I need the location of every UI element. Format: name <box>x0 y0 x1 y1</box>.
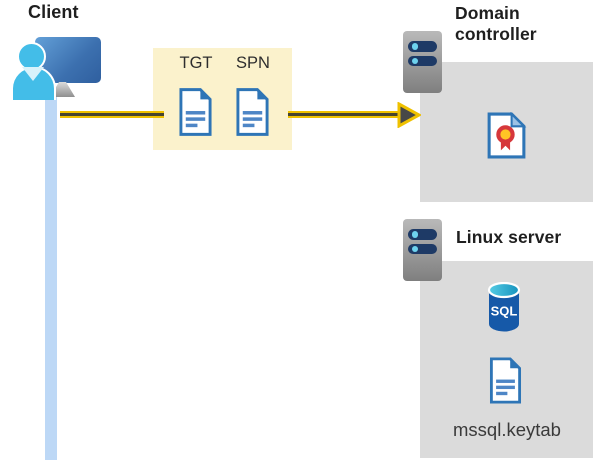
domain-controller-server-icon <box>403 31 442 93</box>
server-led-bar <box>408 41 437 52</box>
server-led-bar <box>408 243 437 254</box>
server-led-dot <box>411 57 418 64</box>
auth-arrow-left-segment <box>60 111 164 118</box>
server-led-dot <box>411 43 418 50</box>
sql-text: SQL <box>491 304 518 319</box>
ticket-highlight-box <box>153 48 292 150</box>
domain-controller-label: Domain controller <box>455 3 537 44</box>
arrowhead-icon <box>397 102 421 128</box>
server-led-bar <box>408 55 437 66</box>
person-icon <box>17 42 46 71</box>
spn-document-icon <box>236 88 269 136</box>
client-timeline-band <box>45 94 57 460</box>
tgt-label: TGT <box>179 54 213 72</box>
server-led-dot <box>411 245 418 252</box>
keytab-document-icon <box>489 357 522 404</box>
server-led-bar <box>408 229 437 240</box>
tgt-document-icon <box>179 88 212 136</box>
spn-label: SPN <box>236 54 270 72</box>
linux-server-label: Linux server <box>456 227 562 247</box>
client-label: Client <box>28 2 79 22</box>
server-led-dot <box>411 231 418 238</box>
linux-server-icon <box>403 219 442 281</box>
sql-database-icon: SQL <box>487 282 521 332</box>
certificate-icon <box>487 112 527 159</box>
keytab-filename-label: mssql.keytab <box>453 419 561 440</box>
auth-arrow-right-segment <box>288 111 404 118</box>
